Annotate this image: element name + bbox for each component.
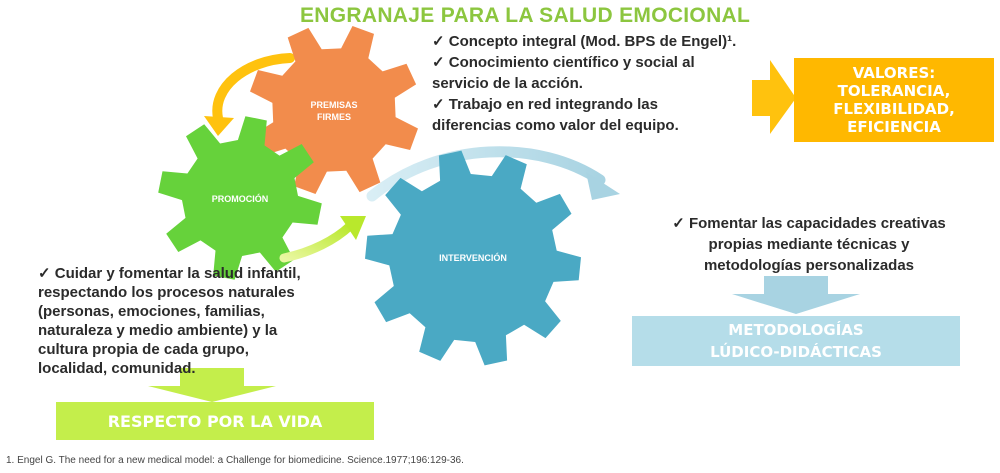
gear-intervencion-label: INTERVENCIÓN <box>439 252 507 263</box>
blue-down-arrow <box>732 276 860 314</box>
intervencion-point-1b: propias mediante técnicas y <box>708 236 910 253</box>
intervencion-points: ✓ Fomentar las capacidades creativas pro… <box>624 213 994 276</box>
promocion-point-1e: cultura propia de cada grupo, <box>38 341 249 358</box>
valores-line-eficiencia: EFICIENCIA <box>847 118 941 136</box>
premisas-points: ✓ Concepto integral (Mod. BPS de Engel)¹… <box>432 31 792 136</box>
intervencion-point-1c: metodologías personalizadas <box>703 257 915 274</box>
yellow-curved-arrow <box>204 53 295 136</box>
blue-curved-arrow <box>366 146 620 202</box>
premisas-point-1: ✓ Concepto integral (Mod. BPS de Engel)¹… <box>432 33 737 50</box>
valores-heading: VALORES: <box>852 64 936 82</box>
page-title: ENGRANAJE PARA LA SALUD EMOCIONAL <box>300 4 751 27</box>
metodologias-box: METODOLOGÍAS LÚDICO-DIDÁCTICAS <box>632 316 960 366</box>
premisas-point-2: ✓ Conocimiento científico y social al <box>432 54 695 71</box>
metodologias-line-1: METODOLOGÍAS <box>728 321 864 339</box>
intervencion-point-1: ✓ Fomentar las capacidades creativas <box>672 215 946 232</box>
respecto-box: RESPECTO POR LA VIDA <box>56 402 374 440</box>
gear-premisas-label-1: PREMISAS <box>310 100 357 110</box>
gear-promocion: PROMOCIÓN <box>158 116 322 280</box>
metodologias-line-2: LÚDICO-DIDÁCTICAS <box>710 343 882 361</box>
valores-line-tolerancia: TOLERANCIA, <box>837 82 951 100</box>
green-curved-arrow <box>279 216 366 263</box>
promocion-point-1: ✓ Cuidar y fomentar la salud infantil, <box>38 265 301 282</box>
promocion-point-1f: localidad, comunidad. <box>38 360 196 377</box>
reference-footnote: 1. Engel G. The need for a new medical m… <box>6 455 464 466</box>
promocion-point-1d: naturaleza y medio ambiente) y la <box>38 322 278 339</box>
gear-promocion-label: PROMOCIÓN <box>212 193 269 204</box>
premisas-point-3b: diferencias como valor del equipo. <box>432 117 679 134</box>
promocion-point-1b: respectando los procesos naturales <box>38 284 295 301</box>
premisas-point-3: ✓ Trabajo en red integrando las <box>432 96 658 113</box>
yellow-right-arrow <box>752 60 796 134</box>
respecto-label: RESPECTO POR LA VIDA <box>107 411 323 431</box>
promocion-point-1c: (personas, emociones, familias, <box>38 303 265 320</box>
valores-box: VALORES: TOLERANCIA, FLEXIBILIDAD, EFICI… <box>794 58 994 142</box>
premisas-point-2b: servicio de la acción. <box>432 75 583 92</box>
valores-line-flexibilidad: FLEXIBILIDAD, <box>833 100 955 118</box>
promocion-points: ✓ Cuidar y fomentar la salud infantil, r… <box>38 264 398 378</box>
green-down-arrow <box>148 368 276 402</box>
gear-premisas-label-2: FIRMES <box>317 112 351 122</box>
gear-intervencion: INTERVENCIÓN <box>365 150 581 366</box>
